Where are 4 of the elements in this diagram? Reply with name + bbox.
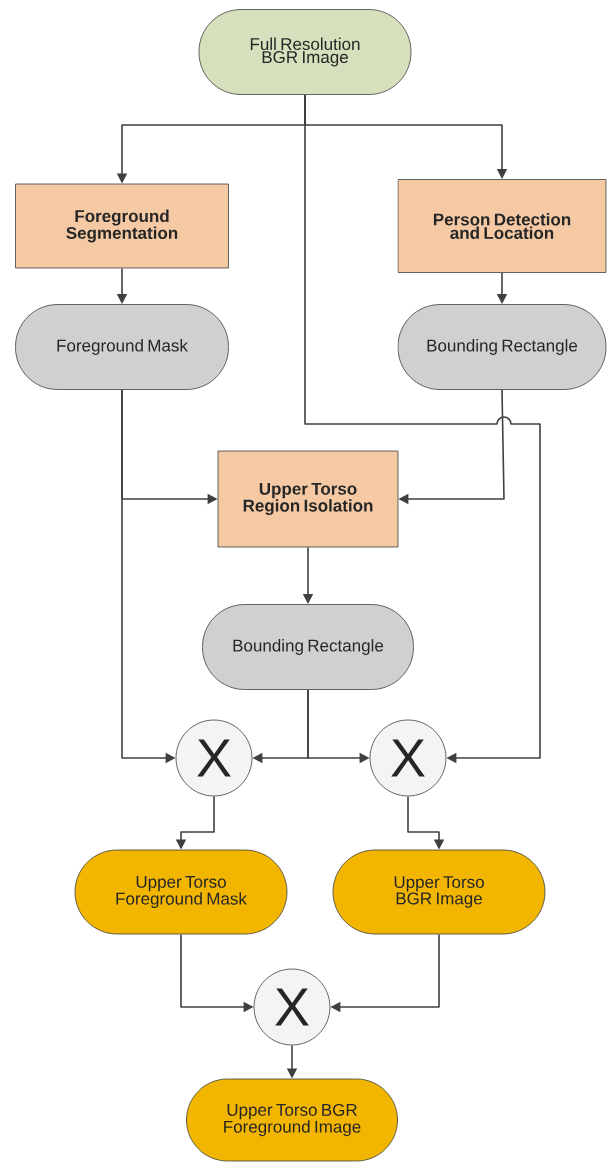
arrow	[304, 94, 541, 764]
process-box: Foreground Segmentation	[15, 183, 229, 269]
process-box: Upper Torso Region Isolation	[217, 450, 399, 548]
process-box: Person Detection and Location	[397, 179, 607, 273]
